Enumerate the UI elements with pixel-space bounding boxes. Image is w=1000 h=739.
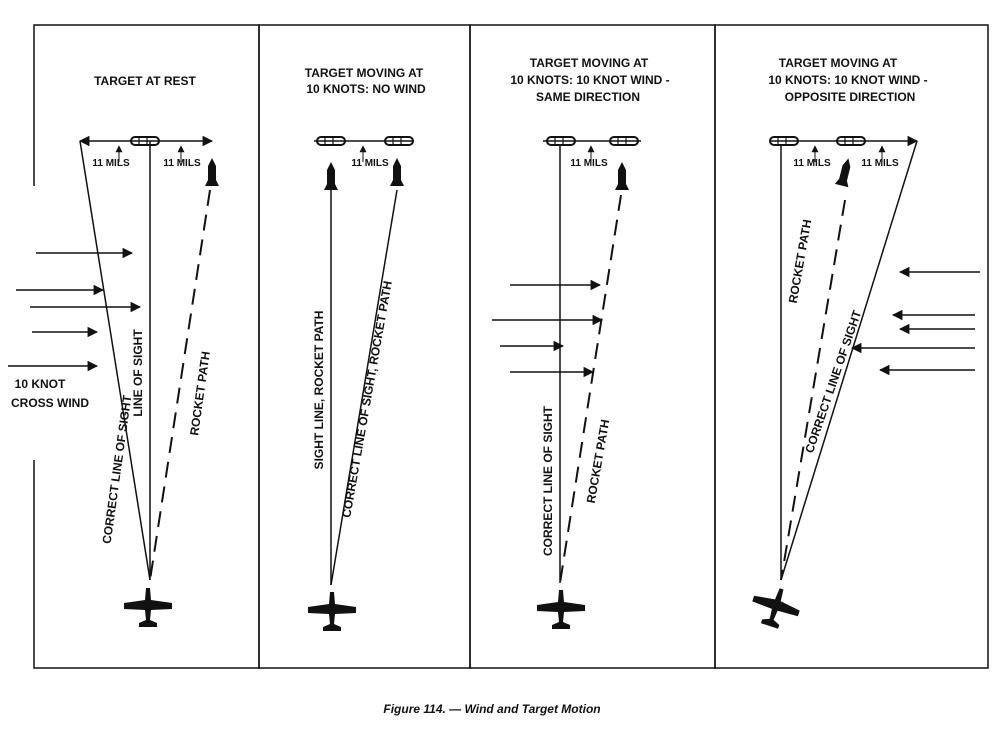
rocket-path-line [559,194,622,584]
airplane-icon [308,592,356,631]
panel-frames [33,24,989,669]
panel-3-title-line-3: SAME DIRECTION [536,90,640,104]
panel-2-title-line-2: 10 KNOTS: NO WIND [306,82,426,96]
label-line-of-sight: LINE OF SIGHT [131,329,145,417]
correct-line-of-sight-line [780,140,918,581]
airplane-icon [124,588,172,627]
wind-label-line-2: CROSS WIND [11,396,89,410]
rocket-icon-left [324,162,338,190]
wind-arrows [8,247,142,372]
panel-1-frame [33,24,260,669]
mils-label-right: 11 MILS [861,158,899,169]
figure-caption: Figure 114. — Wind and Target Motion [383,702,600,716]
panel-4-title-line-3: OPPOSITE DIRECTION [785,90,916,104]
rocket-icon [834,156,856,188]
mils-label-left: 11 MILS [92,158,130,169]
panel-4-title-line-1: TARGET MOVING AT [779,56,898,70]
wind-arrows [850,266,980,376]
label-rocket-path: ROCKET PATH [786,218,815,304]
label-correct-line-of-sight: CORRECT LINE OF SIGHT [541,405,555,556]
panel-no-wind: TARGET MOVING AT 10 KNOTS: NO WIND 11 MI… [305,66,426,631]
panel-2-title-line-1: TARGET MOVING AT [305,66,424,80]
rocket-path-line [780,199,846,581]
wind-arrows [492,279,604,378]
panel-2-frame [258,24,471,669]
airplane-icon [537,590,585,629]
rocket-path-line [149,189,211,581]
mils-label: 11 MILS [351,158,389,169]
correct-line-of-sight-rocket-path-line [330,189,398,586]
mils-label-right: 11 MILS [163,158,201,169]
label-correct-line-of-sight: CORRECT LINE OF SIGHT [802,308,864,455]
panel-target-at-rest: TARGET AT REST 11 MILS 11 MILS 10 KNOT C… [8,74,219,627]
panel-same-direction: TARGET MOVING AT 10 KNOTS: 10 KNOT WIND … [492,56,670,629]
rocket-icon [615,162,629,190]
panel-1-title: TARGET AT REST [94,74,196,88]
label-rocket-path: ROCKET PATH [187,350,213,436]
panel-4-title-line-2: 10 KNOTS: 10 KNOT WIND - [768,73,927,87]
wind-label-line-1: 10 KNOT [15,377,66,391]
rocket-icon [205,158,219,186]
correct-line-of-sight-line [79,140,151,581]
label-correct-line-of-sight-rocket-path: CORRECT LINE OF SIGHT, ROCKET PATH [339,280,395,519]
panel-4-frame [714,24,989,669]
panel-3-title-line-1: TARGET MOVING AT [530,56,649,70]
panel-opposite-direction: TARGET MOVING AT 10 KNOTS: 10 KNOT WIND … [746,56,980,634]
mils-label: 11 MILS [570,158,608,169]
mils-label-left: 11 MILS [793,158,831,169]
panel-3-title-line-2: 10 KNOTS: 10 KNOT WIND - [510,73,669,87]
airplane-icon [746,581,805,634]
rocket-icon-right [390,158,404,186]
label-correct-line-of-sight: CORRECT LINE OF SIGHT [100,394,135,545]
label-sight-line-rocket-path: SIGHT LINE, ROCKET PATH [312,311,326,470]
label-rocket-path: ROCKET PATH [584,418,613,504]
